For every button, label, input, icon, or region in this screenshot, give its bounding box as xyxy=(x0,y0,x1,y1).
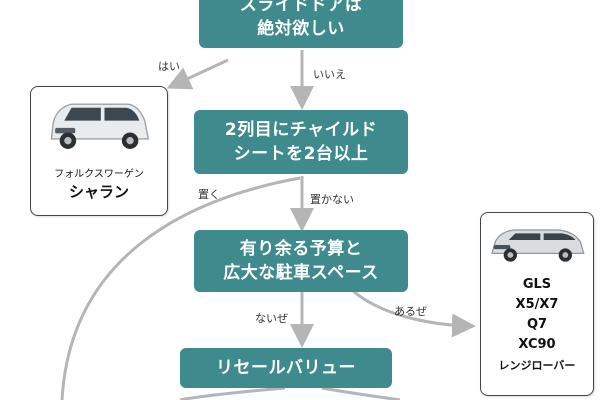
edge-yes-arrow xyxy=(166,58,229,90)
sharan-model: シャラン xyxy=(68,183,129,201)
node-sliding-door-line1: スライドドアは xyxy=(239,0,363,15)
suv-model-5: レンジローバー xyxy=(498,359,576,372)
edge-below-right xyxy=(321,386,401,400)
suv-model-2: X5/X7 xyxy=(515,297,559,312)
edge-place-curve xyxy=(60,176,301,400)
edge-have-arrow xyxy=(351,288,476,338)
node-child-seat-line1: 2列目にチャイルド xyxy=(224,120,378,140)
node-sliding-door-line2: 絶対欲しい xyxy=(257,19,345,39)
sharan-brand: フォルクスワーゲン xyxy=(54,169,144,180)
edge-label-not-place: 置かない xyxy=(310,193,354,206)
suv-image xyxy=(491,229,585,262)
edge-label-not-have: ないぜ xyxy=(255,312,288,325)
suv-model-1: GLS xyxy=(522,277,552,292)
suv-model-3: Q7 xyxy=(526,317,548,332)
node-child-seat: 2列目にチャイルド シートを2台以上 xyxy=(194,110,408,174)
node-child-seat-line2: シートを2台以上 xyxy=(233,144,369,164)
suv-model-4: XC90 xyxy=(518,337,556,352)
edge-label-yes: はい xyxy=(158,60,180,73)
node-budget-line1: 有り余る予算と xyxy=(239,239,363,259)
node-sliding-door: スライドドアは 絶対欲しい xyxy=(199,0,403,48)
node-budget: 有り余る予算と 広大な駐車スペース xyxy=(194,230,408,292)
edge-label-no: いいえ xyxy=(313,68,346,81)
minivan-image xyxy=(50,103,150,149)
luxury-suv-card: GLS X5/X7 Q7 XC90 レンジローバー xyxy=(480,212,594,396)
node-resale-label: リセールバリュー xyxy=(216,358,356,378)
node-resale: リセールバリュー xyxy=(180,348,392,388)
sharan-card: フォルクスワーゲン シャラン xyxy=(30,86,168,216)
node-budget-line2: 広大な駐車スペース xyxy=(223,263,379,283)
edge-label-place: 置く xyxy=(198,188,220,201)
edge-below-left xyxy=(179,386,286,400)
edge-label-have: あるぜ xyxy=(394,305,427,318)
